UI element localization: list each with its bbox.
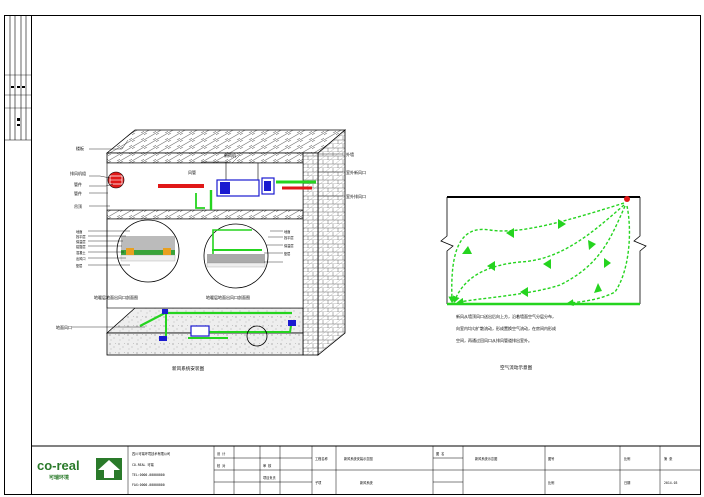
title-block: co-real 可瑞环境 四川可瑞环境技术有限公司 CO-REAL 可瑞 TEL… <box>31 445 701 495</box>
airflow-diagram: 新风从墙顶风口送出后向上方，沿着墙面空气分层分布， 向室内均匀扩散流动，形成置换… <box>440 196 647 371</box>
tb-scale-label: 比例 <box>548 480 554 485</box>
callout-left-b: 管件 <box>74 181 82 187</box>
layer-left-5: 出风口 <box>76 256 86 261</box>
layer-right-1: 找平层 <box>284 235 294 240</box>
flow-note-line-2: 向室内均匀扩散流动，形成置换空气流动，在房间内形成 <box>456 325 556 331</box>
callout-floor-vent: 地面风口 <box>56 324 72 330</box>
tb-drawing-value: 新风系统示意图 <box>475 456 497 461</box>
callouts: 楼板 排风机组 管件 管件 吊顶 新风机 风管 外墙 室外新风口 室外排风口 地… <box>56 145 366 372</box>
company-line-2: TEL:0000-00000000 <box>132 473 165 477</box>
layer-left-6: 垫层 <box>76 263 82 268</box>
company-line-1: CO-REAL 可瑞 <box>132 462 155 467</box>
tb-scale2-label: 比例 <box>624 456 630 461</box>
layer-left-4: 混凝土 <box>76 250 86 255</box>
callout-left-a: 排风机组 <box>70 170 86 176</box>
floor-vent <box>190 325 210 337</box>
callout-intake: 室外新风口 <box>346 169 366 175</box>
ventilation-unit <box>216 154 275 197</box>
tb-drawing-label: 图 名 <box>436 451 444 456</box>
building-section <box>105 129 347 356</box>
callout-exhaust: 室外排风口 <box>346 193 366 199</box>
tb-date-label: 日期 <box>624 480 630 485</box>
duct-network <box>107 154 316 210</box>
callout-left-d: 吊顶 <box>74 204 82 209</box>
tb-project-value: 新风系统安装示意图 <box>344 456 373 461</box>
layer-right-2: 保温层 <box>284 243 294 248</box>
svg-text:co-real: co-real <box>37 458 80 473</box>
supply-outlet <box>624 196 630 202</box>
tb-item-label: 子项 <box>315 480 322 485</box>
layer-right-3: 垫层 <box>284 251 290 256</box>
flow-arrowheads <box>462 219 611 297</box>
callout-host: 新风机 <box>224 152 236 158</box>
tb-check-label: 校 对 <box>217 463 226 468</box>
layer-left-2: 保温层 <box>76 239 86 244</box>
tb-design-label: 设 计 <box>217 451 226 456</box>
callout-wall: 外墙 <box>346 151 354 157</box>
flow-streams <box>448 202 631 307</box>
layer-left-0: 地面 <box>76 229 82 234</box>
tb-item-value: 新风系统 <box>360 480 374 485</box>
tb-date-value: 2014.03 <box>664 481 678 485</box>
layer-left-1: 找平层 <box>76 234 86 239</box>
leader-lines <box>72 139 343 328</box>
flow-caption: 空气流动示意图 <box>500 364 533 371</box>
tb-project-label: 工程名称 <box>315 456 329 461</box>
layer-right-0: 地面 <box>284 229 290 234</box>
company-name: 四川可瑞环境技术有限公司 <box>132 451 170 456</box>
detail-left <box>116 219 180 283</box>
flow-note-line-3: 空间，再通过回风口从排风管道排出室外。 <box>456 337 532 343</box>
callout-left-c: 管件 <box>74 190 82 196</box>
detail-right <box>203 223 269 289</box>
detail-left-title: 地暖层地面出风口剖面图 <box>94 294 138 300</box>
detail-right-title: 地暖层地面出风口剖面图 <box>206 294 250 300</box>
exterior-wall <box>317 129 346 356</box>
tb-review-label: 审 核 <box>263 463 272 468</box>
floor-duct-network <box>139 309 296 347</box>
company-logo: co-real 可瑞环境 <box>37 458 122 481</box>
layer-left-3: 铝箔层 <box>76 244 86 249</box>
flow-note-line-1: 新风从墙顶风口送出后向上方，沿着墙面空气分层分布， <box>456 313 556 319</box>
tb-sheet-label: 第 张 <box>664 456 673 461</box>
svg-text:可瑞环境: 可瑞环境 <box>49 474 69 481</box>
tb-no-label: 图号 <box>548 456 554 461</box>
ceiling-slab <box>105 129 347 154</box>
company-line-3: FAX:0000-00000000 <box>132 483 165 487</box>
tb-lead-label: 项目负责 <box>263 475 276 480</box>
binding-strip <box>4 15 32 141</box>
middle-slab <box>106 209 304 220</box>
callout-ceiling: 楼板 <box>76 145 84 151</box>
main-caption: 新风系统安装图 <box>172 365 205 372</box>
callout-duct: 风管 <box>188 169 196 175</box>
